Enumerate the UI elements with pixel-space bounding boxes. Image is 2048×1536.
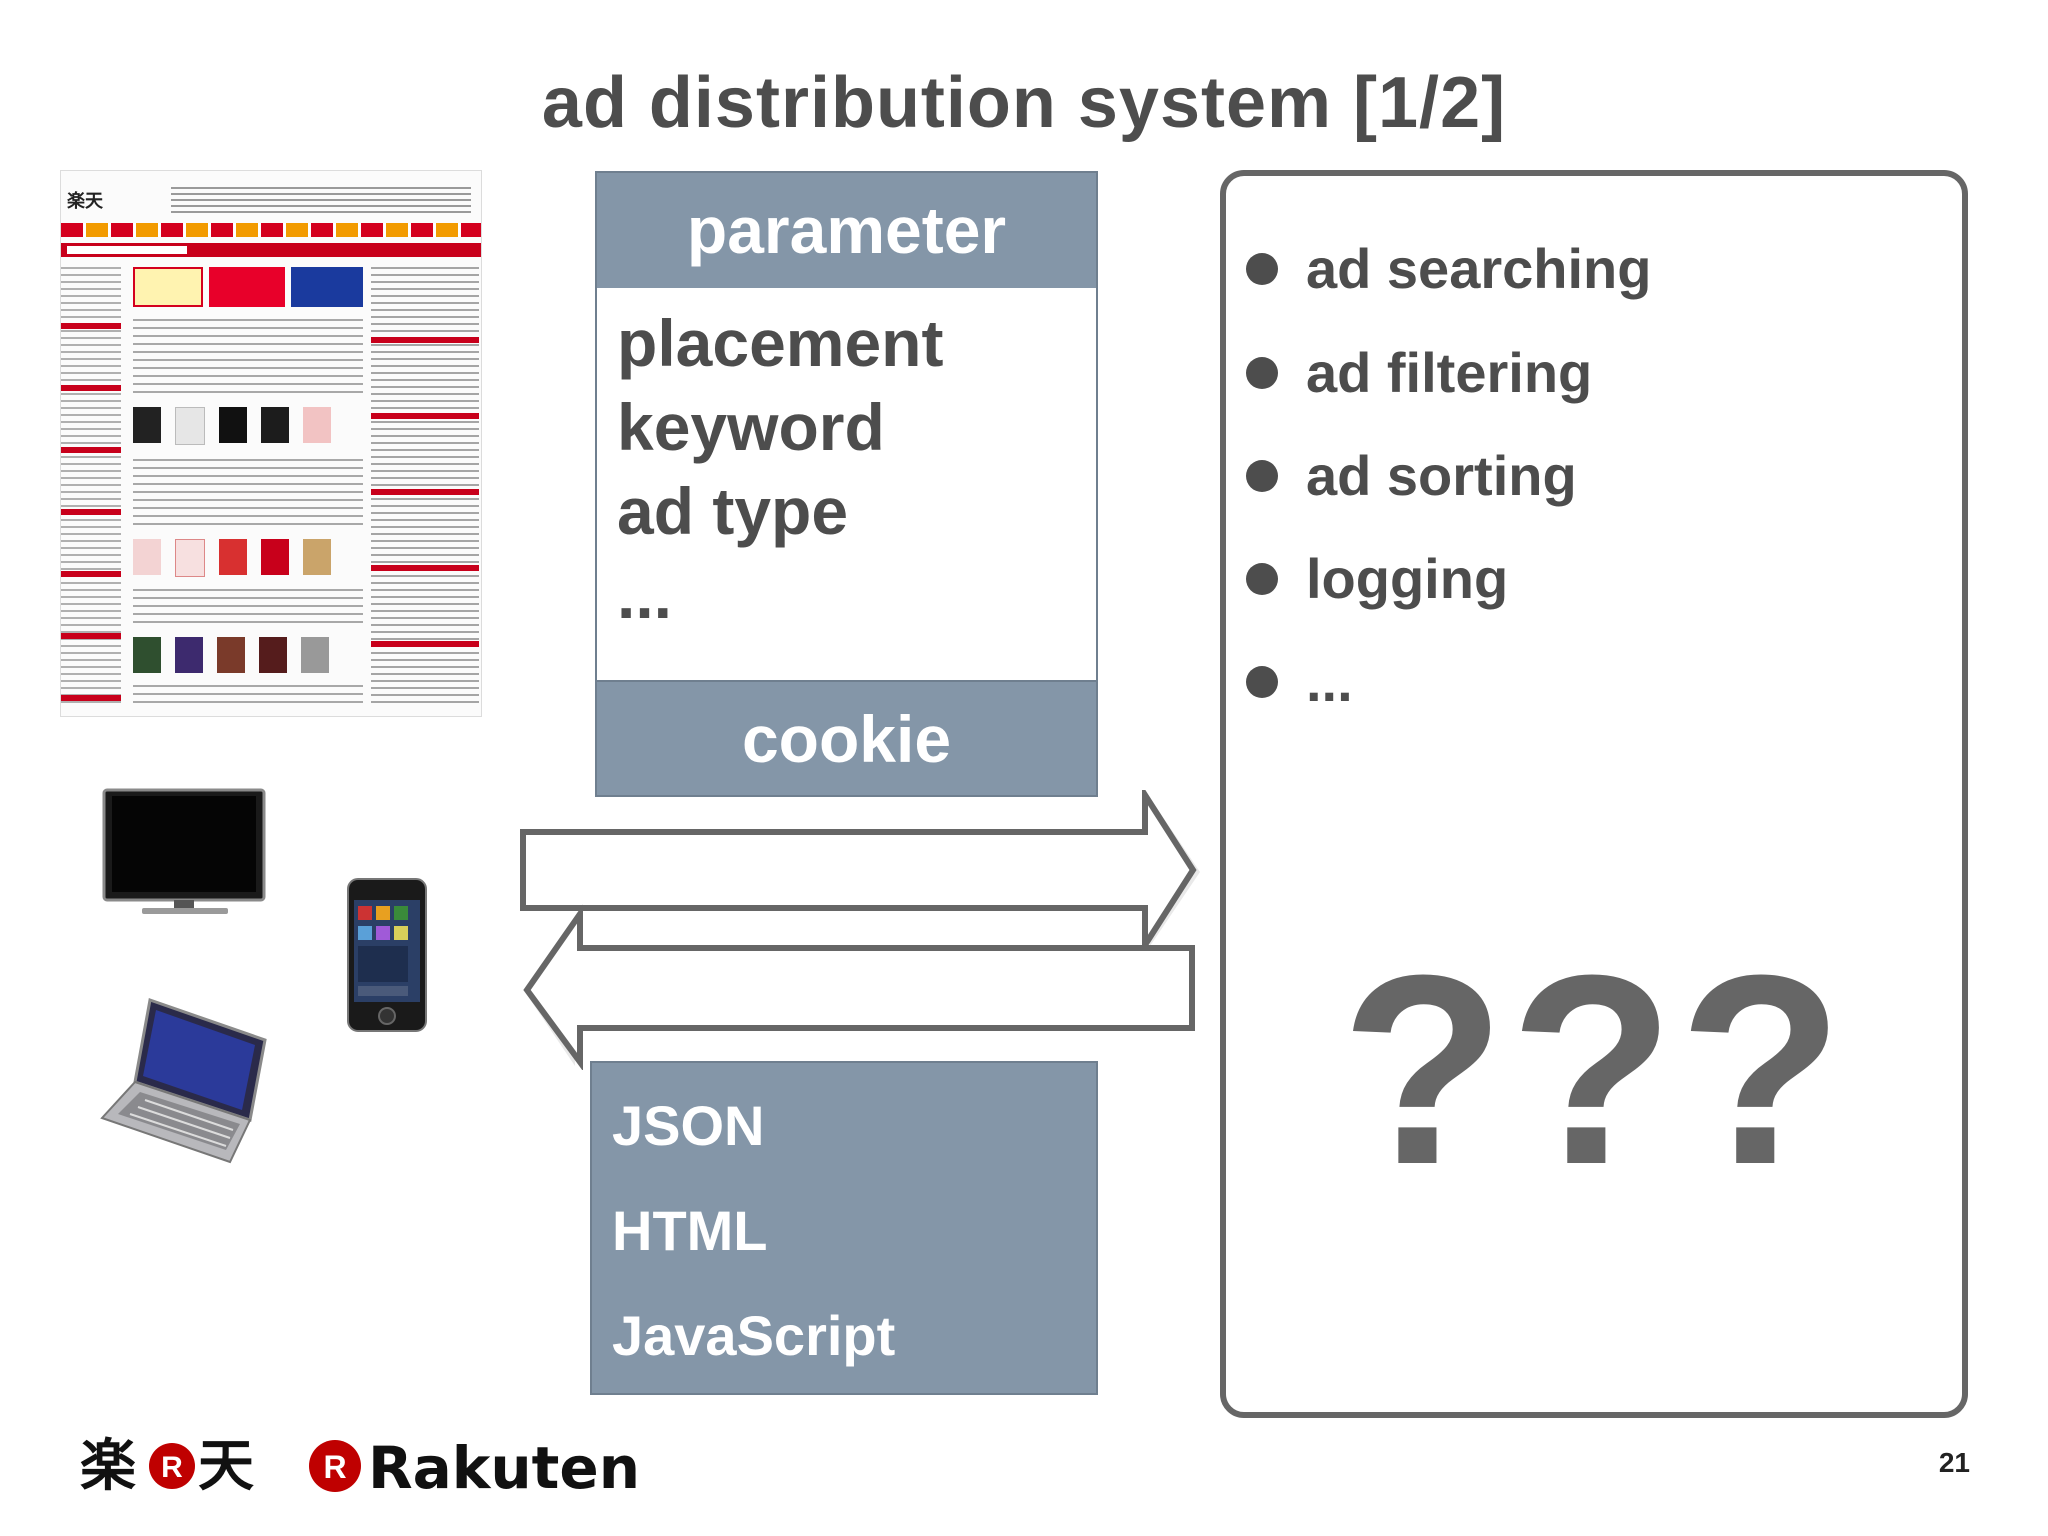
request-parameter-box: parameter placement keyword ad type ... … bbox=[595, 171, 1098, 797]
slide-title: ad distribution system [1/2] bbox=[541, 63, 1507, 143]
site-screenshot: 楽天 bbox=[60, 170, 482, 717]
site-text-block bbox=[133, 589, 363, 629]
svg-text:天: 天 bbox=[198, 1434, 254, 1499]
unknown-mark: ??? bbox=[1340, 920, 1848, 1221]
bullet-icon bbox=[1246, 252, 1278, 285]
site-right-column bbox=[371, 267, 479, 707]
site-logo: 楽天 bbox=[67, 190, 104, 212]
site-banner bbox=[209, 267, 285, 307]
page-number: 21 bbox=[1938, 1447, 1970, 1478]
smartphone-icon bbox=[347, 878, 427, 1032]
site-search-box bbox=[67, 246, 187, 254]
svg-text:楽: 楽 bbox=[80, 1434, 136, 1499]
svg-text:Rakuten: Rakuten bbox=[368, 1434, 640, 1500]
site-banner bbox=[133, 267, 203, 307]
site-text-block bbox=[133, 685, 363, 707]
format-html: HTML bbox=[612, 1199, 768, 1262]
format-javascript: JavaScript bbox=[612, 1304, 896, 1367]
rakuten-en-logo: R Rakuten bbox=[309, 1434, 640, 1500]
feature-label: ad searching bbox=[1306, 237, 1652, 300]
bullet-icon bbox=[1246, 459, 1278, 492]
cookie-footer: cookie bbox=[597, 680, 1096, 795]
param-ad-type: ad type bbox=[617, 474, 849, 548]
bullet-icon bbox=[1246, 356, 1278, 389]
request-arrow bbox=[520, 790, 1200, 956]
site-product-row bbox=[133, 407, 363, 449]
request-response-arrows bbox=[520, 790, 1200, 1070]
feature-label: ... bbox=[1306, 650, 1353, 713]
laptop-icon bbox=[100, 998, 267, 1164]
param-keyword: keyword bbox=[617, 390, 885, 464]
feature-more: ... bbox=[1246, 649, 1353, 714]
feature-label: ad sorting bbox=[1306, 444, 1577, 507]
site-header-links bbox=[171, 187, 471, 217]
svg-text:R: R bbox=[323, 1449, 346, 1485]
response-arrow bbox=[523, 904, 1195, 1070]
site-text-block bbox=[133, 319, 363, 399]
parameter-list: placement keyword ad type ... bbox=[617, 301, 943, 637]
format-json: JSON bbox=[612, 1094, 765, 1157]
svg-text:R: R bbox=[161, 1451, 183, 1484]
site-text-block bbox=[133, 459, 363, 529]
site-nav-bar bbox=[61, 223, 481, 237]
feature-label: ad filtering bbox=[1306, 341, 1593, 404]
param-placement: placement bbox=[617, 306, 944, 380]
feature-logging: logging bbox=[1246, 546, 1508, 611]
bullet-icon bbox=[1246, 562, 1278, 595]
site-product-row bbox=[133, 637, 363, 679]
feature-ad-sorting: ad sorting bbox=[1246, 443, 1577, 508]
parameter-header: parameter bbox=[597, 173, 1096, 288]
rakuten-jp-logo: 楽 R 天 bbox=[80, 1434, 254, 1499]
feature-label: logging bbox=[1306, 547, 1509, 610]
ad-server-box: ad searching ad filtering ad sorting log… bbox=[1220, 170, 1968, 1418]
site-banner bbox=[291, 267, 363, 307]
site-left-column bbox=[61, 267, 121, 707]
bullet-icon bbox=[1246, 665, 1278, 698]
tv-icon bbox=[102, 788, 266, 914]
response-format-box: JSON HTML JavaScript bbox=[590, 1061, 1098, 1395]
feature-ad-filtering: ad filtering bbox=[1246, 340, 1592, 405]
site-product-row bbox=[133, 539, 363, 581]
feature-ad-searching: ad searching bbox=[1246, 236, 1651, 301]
svg-text:楽天: 楽天 bbox=[67, 190, 104, 212]
param-more: ... bbox=[617, 558, 673, 632]
site-main-column bbox=[133, 267, 363, 707]
